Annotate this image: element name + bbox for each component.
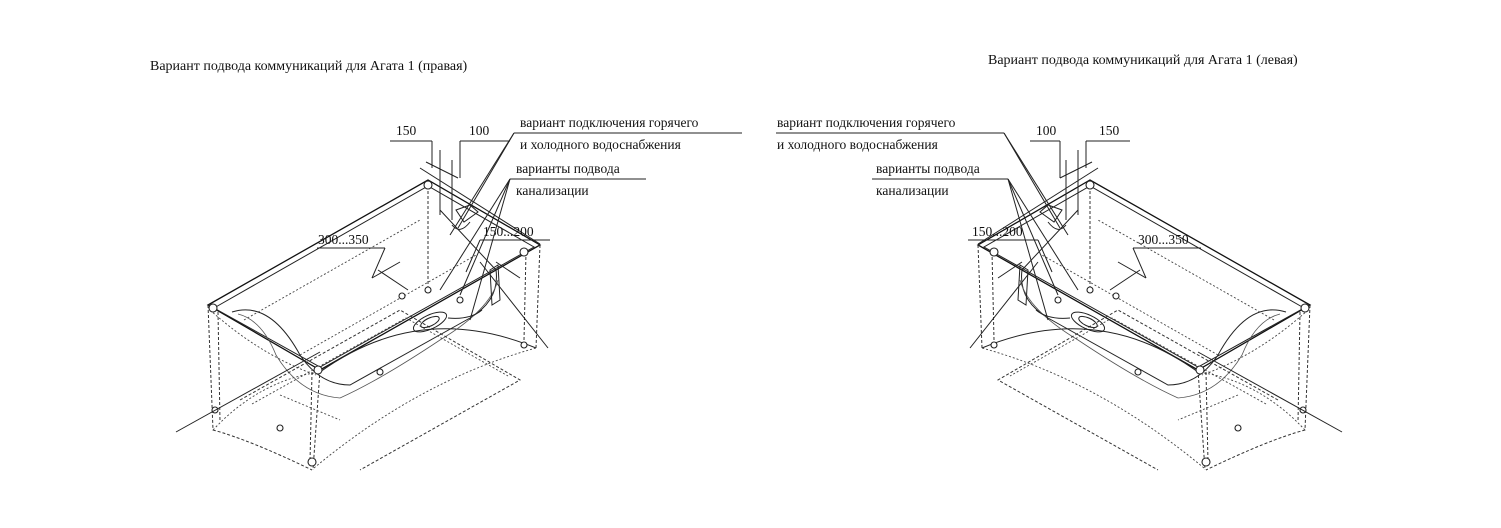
bathtub-drawing (969, 167, 1343, 471)
label-water-supply-2: и холодного водоснабжения (777, 137, 938, 152)
figure-title: Вариант подвода коммуникаций для Агата 1… (988, 53, 1298, 68)
label-water-supply: вариант подключения горячего (777, 115, 956, 130)
dim-label: 150 (1099, 123, 1120, 138)
dim-label: 150...200 (483, 224, 534, 239)
label-drain-2: канализации (876, 183, 949, 198)
label-drain: варианты подвода (876, 161, 980, 176)
figure-left-variant: Вариант подвода коммуникаций для Агата 1… (776, 53, 1343, 471)
dim-label: 300...350 (318, 232, 369, 247)
label-water-supply-2: и холодного водоснабжения (520, 137, 681, 152)
dim-label: 100 (469, 123, 490, 138)
bathtub-drawing (175, 167, 549, 471)
figure-title: Вариант подвода коммуникаций для Агата 1… (150, 59, 468, 74)
label-water-supply: вариант подключения горячего (520, 115, 699, 130)
label-drain-2: канализации (516, 183, 589, 198)
dim-label: 300...350 (1138, 232, 1189, 247)
dim-label: 150 (396, 123, 417, 138)
label-drain: варианты подвода (516, 161, 620, 176)
dim-label: 150...200 (972, 224, 1023, 239)
dim-label: 100 (1036, 123, 1057, 138)
figure-right-variant: Вариант подвода коммуникаций для Агата 1… (150, 59, 742, 471)
